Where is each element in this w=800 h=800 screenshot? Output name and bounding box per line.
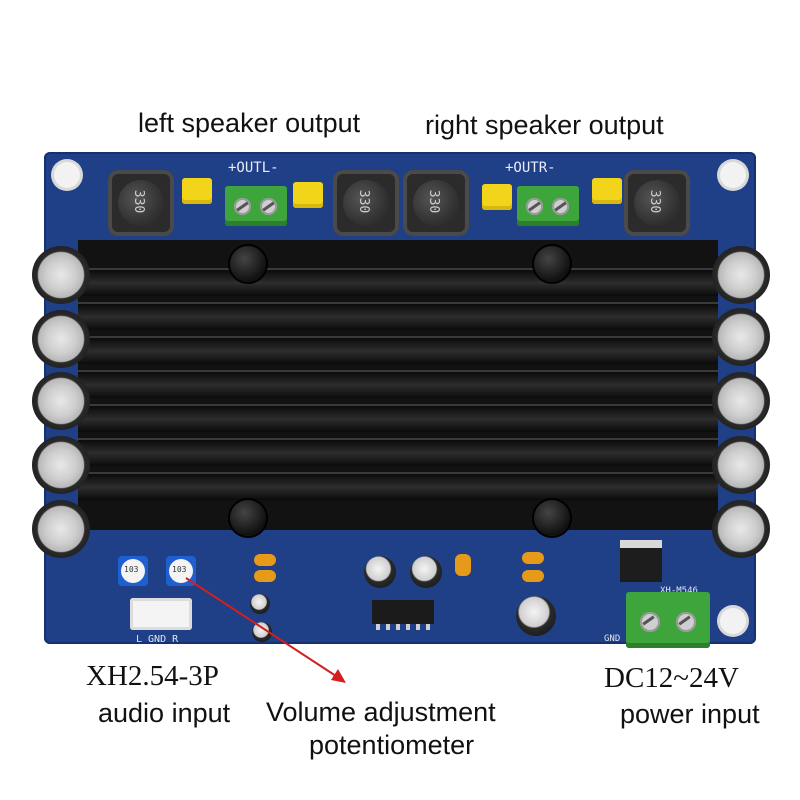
film-capacitor bbox=[293, 182, 323, 208]
voltage-regulator bbox=[620, 548, 662, 582]
smd-capacitor bbox=[254, 570, 276, 582]
electrolytic-capacitor bbox=[712, 500, 770, 558]
mounting-hole bbox=[720, 162, 746, 188]
right-speaker-terminal[interactable] bbox=[517, 186, 579, 226]
heatsink-screw bbox=[534, 246, 570, 282]
film-capacitor bbox=[182, 178, 212, 204]
inductor: 330 bbox=[333, 170, 399, 236]
smd-capacitor bbox=[254, 554, 276, 566]
dc-voltage-caption: DC12~24V bbox=[604, 662, 739, 694]
electrolytic-capacitor bbox=[712, 372, 770, 430]
right-speaker-caption: right speaker output bbox=[425, 110, 664, 140]
smd-capacitor bbox=[522, 552, 544, 564]
inductor: 330 bbox=[108, 170, 174, 236]
electrolytic-capacitor bbox=[712, 308, 770, 366]
amplifier-chip bbox=[372, 600, 434, 630]
electrolytic-capacitor bbox=[32, 436, 90, 494]
electrolytic-capacitor bbox=[712, 436, 770, 494]
connector-type-caption: XH2.54-3P bbox=[86, 660, 219, 692]
audio-input-connector[interactable] bbox=[130, 598, 192, 630]
heatsink-screw bbox=[230, 500, 266, 536]
smd-capacitor bbox=[455, 554, 471, 576]
small-capacitor bbox=[410, 556, 442, 588]
left-speaker-caption: left speaker output bbox=[138, 108, 361, 138]
electrolytic-capacitor bbox=[32, 310, 90, 368]
small-capacitor bbox=[516, 596, 556, 636]
electrolytic-capacitor bbox=[32, 500, 90, 558]
power-input-terminal[interactable] bbox=[626, 592, 710, 648]
model-marking: XH-M546 bbox=[660, 586, 698, 596]
left-speaker-terminal[interactable] bbox=[225, 186, 287, 226]
electrolytic-capacitor bbox=[712, 246, 770, 304]
potentiometer: 103 bbox=[118, 556, 148, 586]
audio-input-caption: audio input bbox=[98, 698, 231, 728]
inductor: 330 bbox=[624, 170, 690, 236]
volume-potentiometer[interactable]: 103 bbox=[166, 556, 196, 586]
out-left-marking: +OUTL- bbox=[228, 160, 279, 176]
film-capacitor bbox=[482, 184, 512, 210]
electrolytic-capacitor bbox=[32, 246, 90, 304]
mounting-hole bbox=[720, 608, 746, 634]
input-pin-marking: L GND R bbox=[136, 634, 179, 645]
heatsink-screw bbox=[534, 500, 570, 536]
inductor: 330 bbox=[403, 170, 469, 236]
heatsink-screw bbox=[230, 246, 266, 282]
out-right-marking: +OUTR- bbox=[505, 160, 556, 176]
gnd-marking: GND bbox=[604, 634, 621, 644]
volume-caption-line2: potentiometer bbox=[309, 730, 475, 760]
small-capacitor bbox=[364, 556, 396, 588]
small-capacitor bbox=[250, 594, 270, 614]
heatsink bbox=[78, 240, 718, 530]
electrolytic-capacitor bbox=[32, 372, 90, 430]
volume-caption-line1: Volume adjustment bbox=[266, 697, 496, 727]
small-capacitor bbox=[252, 622, 272, 642]
smd-capacitor bbox=[522, 570, 544, 582]
film-capacitor bbox=[592, 178, 622, 204]
power-input-caption: power input bbox=[620, 699, 760, 729]
mounting-hole bbox=[54, 162, 80, 188]
